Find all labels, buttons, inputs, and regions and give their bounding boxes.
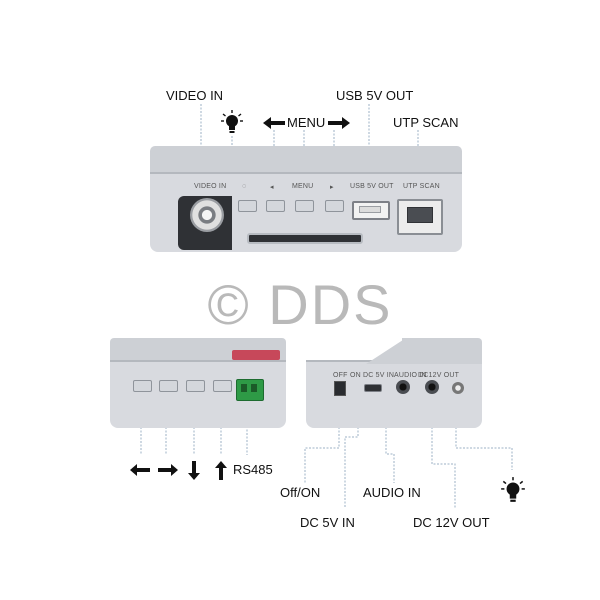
usb-port[interactable] xyxy=(352,201,390,220)
label-rs485: RS485 xyxy=(233,462,273,477)
printed-usb-5v-out: USB 5V OUT xyxy=(350,183,394,190)
printed-on: ON xyxy=(350,372,361,379)
dc-5v-in-port[interactable] xyxy=(364,384,382,392)
printed-dc12v-out: DC12V OUT xyxy=(418,372,460,379)
right-button[interactable] xyxy=(325,200,344,212)
label-dc-5v-in: DC 5V IN xyxy=(300,515,355,530)
card-slot[interactable] xyxy=(247,233,363,244)
printed-dc-5v-in: DC 5V IN xyxy=(363,372,395,379)
rs-up-button[interactable] xyxy=(213,380,232,392)
rs-down-button[interactable] xyxy=(186,380,205,392)
top-device-lid xyxy=(150,146,462,176)
bulb-icon xyxy=(221,110,243,133)
arrow-up-icon xyxy=(215,461,227,480)
printed-off: OFF xyxy=(333,372,348,379)
rs485-terminal[interactable] xyxy=(236,379,264,401)
printed-utp-scan: UTP SCAN xyxy=(403,183,440,190)
menu-button[interactable] xyxy=(295,200,314,212)
arrow-down-icon xyxy=(188,461,200,480)
label-dc-12v-out: DC 12V OUT xyxy=(413,515,490,530)
arrow-right-icon xyxy=(158,464,178,476)
audio-in-jack[interactable] xyxy=(396,380,410,394)
printed-audio-in: AUDIO IN xyxy=(394,372,427,379)
bulb-icon xyxy=(501,477,525,502)
backlight-button[interactable] xyxy=(238,200,257,212)
label-menu: MENU xyxy=(287,115,326,130)
label-utp-scan: UTP SCAN xyxy=(393,115,459,130)
left-button[interactable] xyxy=(266,200,285,212)
power-switch[interactable] xyxy=(334,381,346,396)
printed-video-in: VIDEO IN xyxy=(194,183,227,190)
watermark: © DDS xyxy=(207,273,393,336)
label-usb-5v-out: USB 5V OUT xyxy=(336,88,414,103)
dc-12v-out-jack[interactable] xyxy=(425,380,439,394)
utp-scan-port[interactable] xyxy=(397,199,443,235)
printed-bulb-symbol: ◌ xyxy=(242,183,247,190)
label-audio-in: AUDIO IN xyxy=(363,485,421,500)
printed-menu: MENU xyxy=(292,183,314,190)
bnc-connector[interactable] xyxy=(190,198,224,232)
printed-left-symbol: ◂ xyxy=(270,184,274,191)
printed-right-symbol: ▸ xyxy=(330,184,334,191)
light-sensor xyxy=(452,382,464,394)
arrow-left-icon xyxy=(263,117,285,129)
label-off-on: Off/ON xyxy=(280,485,321,500)
rs-left-button[interactable] xyxy=(133,380,152,392)
label-video-in: VIDEO IN xyxy=(166,88,224,103)
rs-right-button[interactable] xyxy=(159,380,178,392)
arrow-right-icon xyxy=(328,117,350,129)
arrow-left-icon xyxy=(130,464,150,476)
